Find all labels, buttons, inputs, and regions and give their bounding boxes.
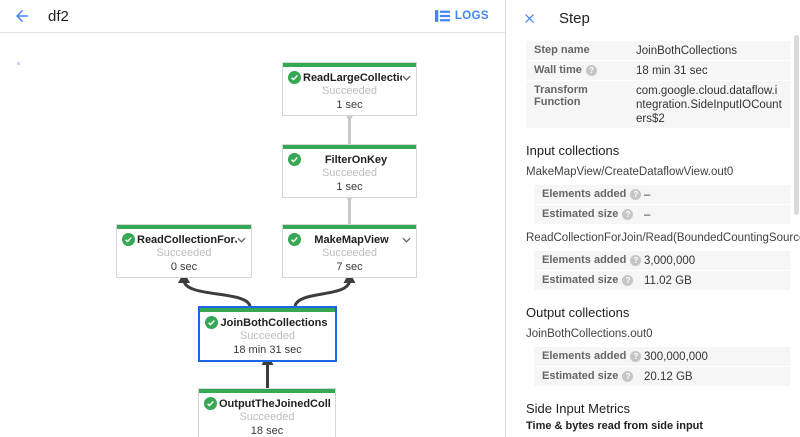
input-collection-name: ReadCollectionForJoin/Read(BoundedCounti… xyxy=(526,232,800,244)
elements-added-label: Elements added xyxy=(542,254,627,266)
step-details-panel: Step Step name JoinBothCollections Wall … xyxy=(505,0,800,437)
node-time: 18 sec xyxy=(250,425,284,437)
elements-added-row: Elements added – xyxy=(534,185,790,204)
node-status: Succeeded xyxy=(239,411,295,423)
transform-function-value: com.google.cloud.dataflow.integration.Si… xyxy=(636,85,782,125)
step-name-value: JoinBothCollections xyxy=(636,45,738,57)
node-title: ReadCollectionForJoin xyxy=(137,233,237,246)
node-title: OutputTheJoinedCollec... xyxy=(219,397,330,410)
estimated-size-row: Estimated size 20.12 GB xyxy=(534,367,790,386)
node-title: MakeMapView xyxy=(314,233,389,246)
transform-function-row: Transform Function com.google.cloud.data… xyxy=(526,81,790,128)
close-icon xyxy=(525,13,534,23)
success-check-icon xyxy=(122,233,135,246)
node-status-bar xyxy=(283,225,416,229)
estimated-size-row: Estimated size 11.02 GB xyxy=(534,271,790,290)
chevron-down-icon[interactable] xyxy=(402,237,411,243)
panel-title: Step xyxy=(559,9,590,27)
back-button[interactable] xyxy=(13,6,33,26)
node-title: ReadLargeCollectionFr... xyxy=(303,71,402,84)
elements-added-value: 300,000,000 xyxy=(644,351,708,363)
output-collections-heading: Output collections xyxy=(526,305,630,320)
node-time: 1 sec xyxy=(336,99,363,111)
step-name-row: Step name JoinBothCollections xyxy=(526,41,790,60)
node-time: 1 sec xyxy=(336,181,363,193)
success-check-icon xyxy=(288,153,301,166)
graph-node-makemapview[interactable]: MakeMapView Succeeded 7 sec xyxy=(282,224,417,278)
input-collection-name: MakeMapView/CreateDataflowView.out0 xyxy=(526,166,734,178)
wall-time-row: Wall time 18 min 31 sec xyxy=(526,61,790,80)
success-check-icon xyxy=(288,71,301,84)
panel-header: Step xyxy=(506,0,800,36)
node-status-bar xyxy=(283,63,416,67)
graph-artifact-dot xyxy=(17,62,20,65)
step-name-label: Step name xyxy=(534,44,590,56)
node-status: Succeeded xyxy=(321,247,378,259)
logs-button[interactable]: LOGS xyxy=(434,10,489,22)
wall-time-label: Wall time xyxy=(534,64,582,76)
estimated-size-label: Estimated size xyxy=(542,274,619,286)
success-check-icon xyxy=(288,233,301,246)
chevron-down-icon[interactable] xyxy=(237,237,246,243)
graph-node-joinbothcollections-selected[interactable]: JoinBothCollections Succeeded 18 min 31 … xyxy=(198,306,337,362)
elements-added-label: Elements added xyxy=(542,350,627,362)
logs-icon xyxy=(434,10,450,22)
success-check-icon xyxy=(204,397,217,410)
panel-scrollbar[interactable] xyxy=(794,35,799,215)
node-status: Succeeded xyxy=(321,85,378,97)
graph-node-filteronkey[interactable]: FilterOnKey Succeeded 1 sec xyxy=(282,144,417,198)
node-status: Succeeded xyxy=(156,247,212,259)
help-icon[interactable] xyxy=(622,208,634,220)
help-icon[interactable] xyxy=(585,64,597,76)
node-status: Succeeded xyxy=(321,167,378,179)
node-title: FilterOnKey xyxy=(324,153,388,166)
close-button[interactable] xyxy=(522,10,538,26)
node-title: JoinBothCollections xyxy=(220,316,328,329)
logs-label: LOGS xyxy=(454,10,489,22)
elements-added-row: Elements added 3,000,000 xyxy=(534,251,790,270)
help-icon[interactable] xyxy=(630,350,642,362)
job-graph: ReadLargeCollectionFr... Succeeded 1 sec… xyxy=(0,34,505,437)
estimated-size-value: 20.12 GB xyxy=(644,371,693,383)
elements-added-label: Elements added xyxy=(542,188,627,200)
node-time: 7 sec xyxy=(336,261,363,273)
graph-node-readlargecollection[interactable]: ReadLargeCollectionFr... Succeeded 1 sec xyxy=(282,62,417,116)
node-status-bar xyxy=(117,225,251,229)
help-icon[interactable] xyxy=(630,188,642,200)
node-time: 18 min 31 sec xyxy=(233,344,302,356)
node-time: 0 sec xyxy=(170,261,198,273)
help-icon[interactable] xyxy=(622,274,634,286)
side-input-metrics-heading: Side Input Metrics xyxy=(526,401,631,416)
wall-time-value: 18 min 31 sec xyxy=(636,65,708,77)
arrow-left-icon xyxy=(16,10,28,22)
estimated-size-label: Estimated size xyxy=(542,370,619,382)
node-status: Succeeded xyxy=(239,330,296,342)
elements-added-value: – xyxy=(644,189,651,201)
help-icon[interactable] xyxy=(622,370,634,382)
side-input-metrics-subheading: Time & bytes read from side input xyxy=(526,420,704,432)
estimated-size-value: – xyxy=(644,209,651,221)
chevron-down-icon[interactable] xyxy=(402,75,411,81)
input-collections-heading: Input collections xyxy=(526,143,620,158)
node-status-bar xyxy=(283,145,416,149)
toolbar: df2 LOGS xyxy=(0,0,505,33)
elements-added-value: 3,000,000 xyxy=(644,255,696,267)
graph-node-outputthejoinedcollection[interactable]: OutputTheJoinedCollec... Succeeded 18 se… xyxy=(198,388,336,437)
estimated-size-value: 11.02 GB xyxy=(644,275,692,287)
estimated-size-label: Estimated size xyxy=(542,208,619,220)
graph-node-readcollectionforjoin[interactable]: ReadCollectionForJoin Succeeded 0 sec xyxy=(116,224,252,278)
help-icon[interactable] xyxy=(630,254,642,266)
elements-added-row: Elements added 300,000,000 xyxy=(534,347,790,366)
graph-edges xyxy=(178,110,356,388)
panel-content: Step name JoinBothCollections Wall time … xyxy=(506,36,800,437)
transform-function-label: Transform Function xyxy=(534,84,588,108)
node-status-bar xyxy=(200,308,335,312)
success-check-icon xyxy=(205,316,218,329)
output-collection-name: JoinBothCollections.out0 xyxy=(526,328,653,340)
job-title: df2 xyxy=(48,7,69,25)
node-status-bar xyxy=(199,389,335,393)
estimated-size-row: Estimated size – xyxy=(534,205,790,224)
